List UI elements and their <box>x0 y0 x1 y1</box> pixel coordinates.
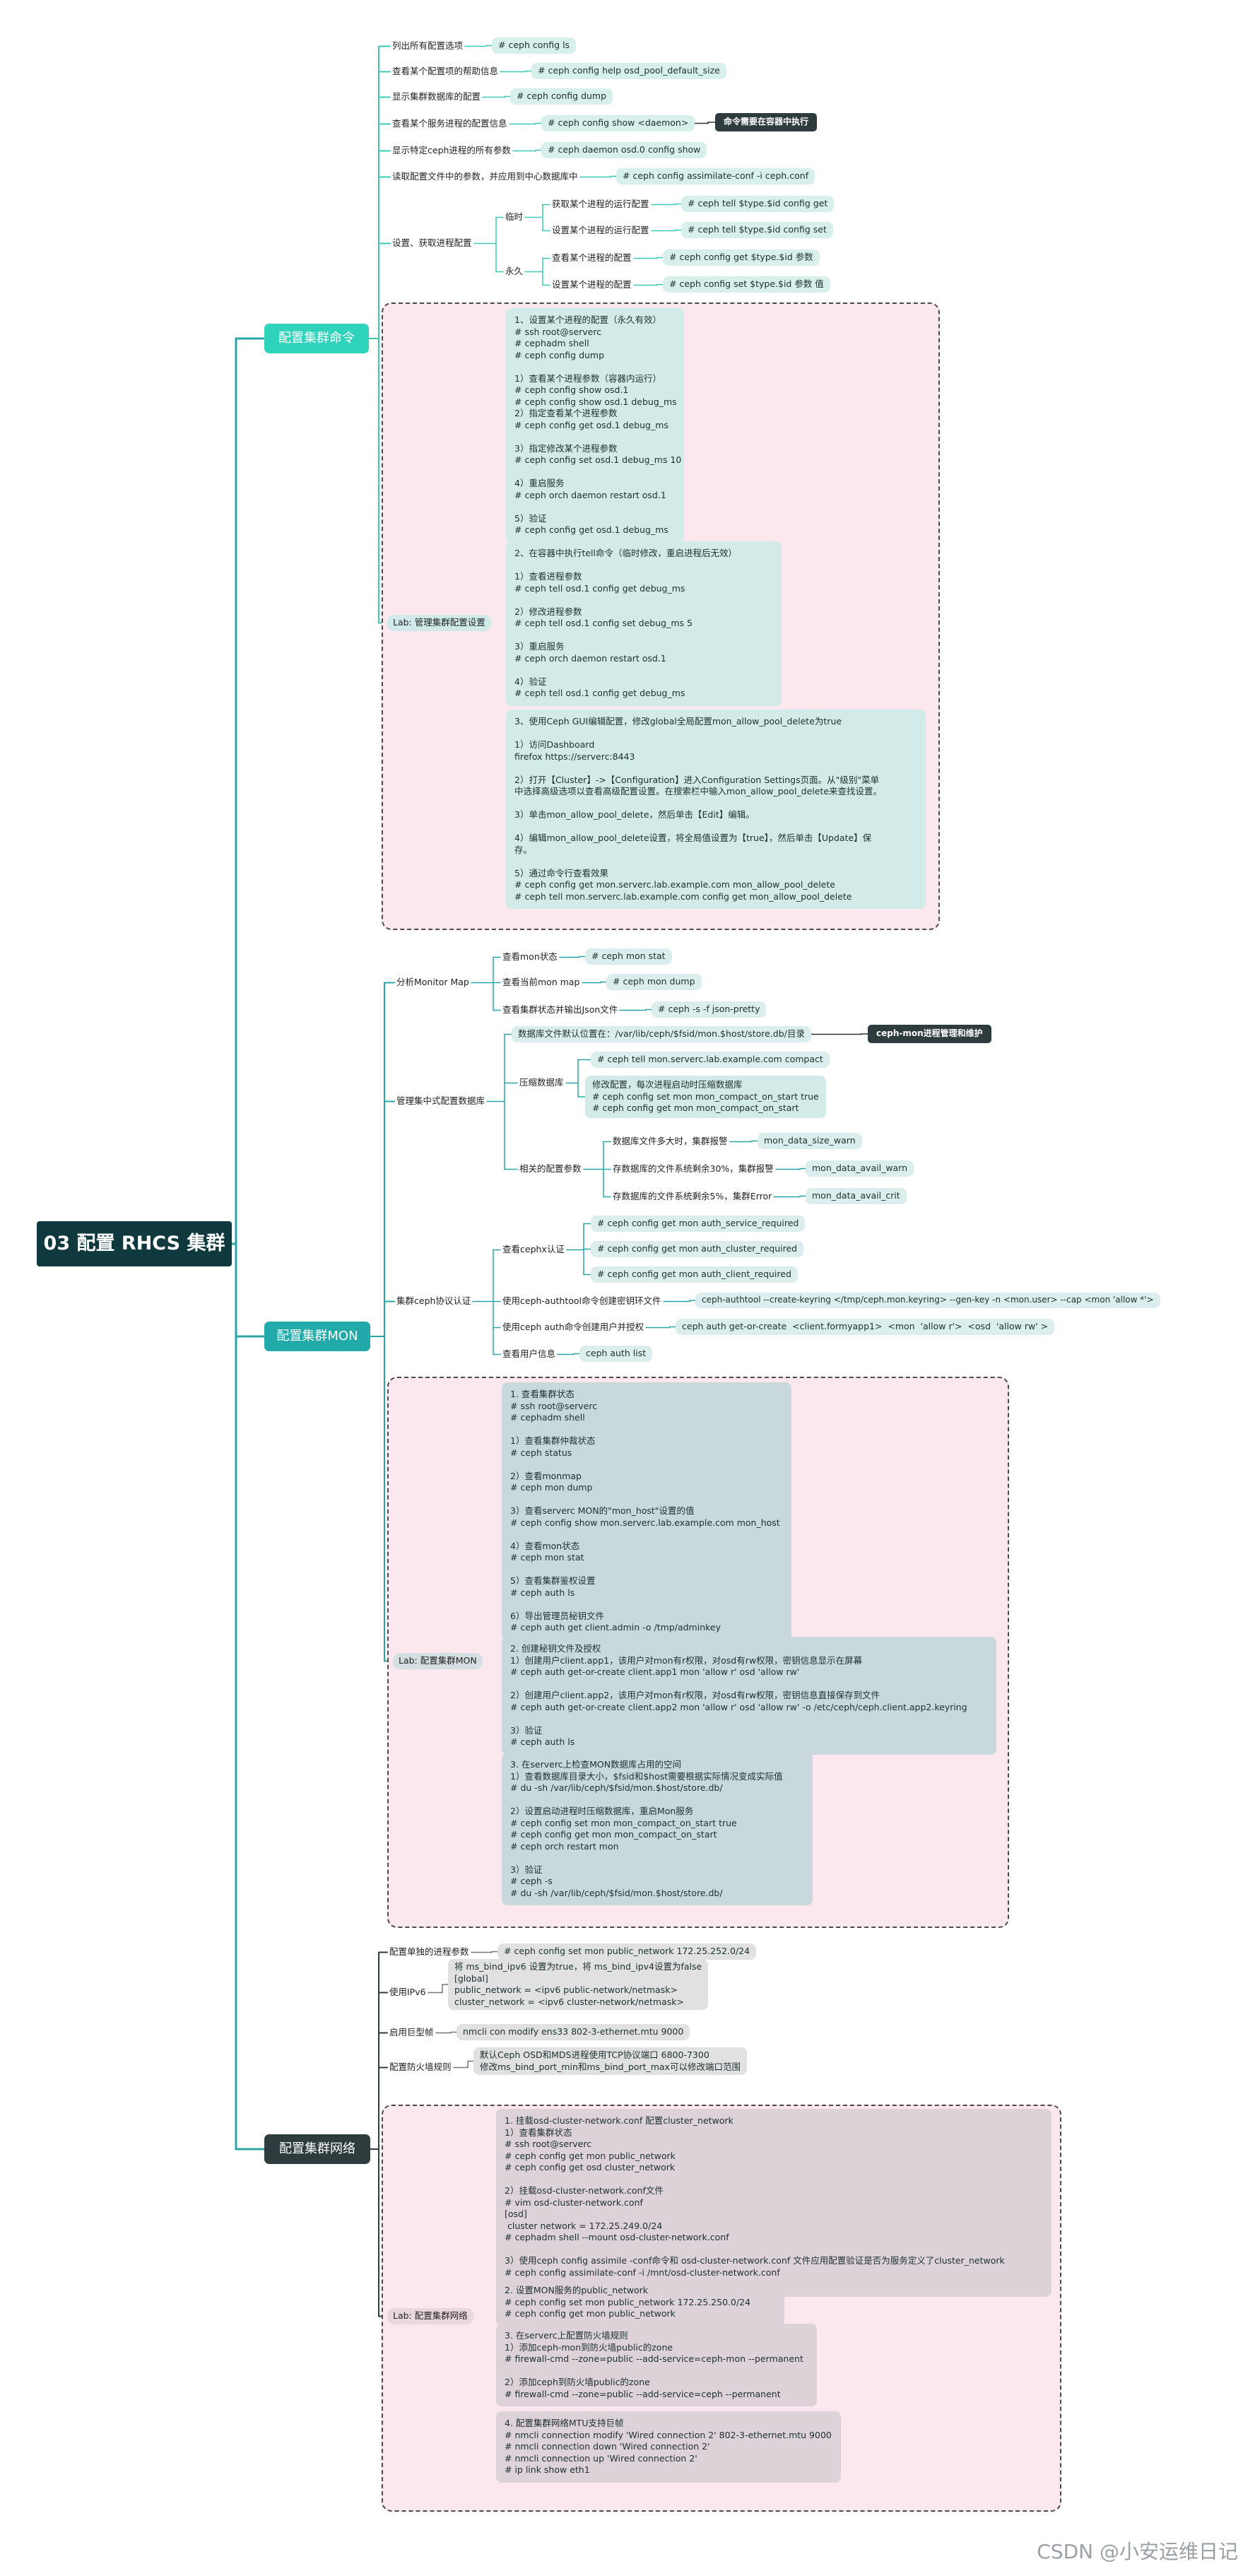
cfg-label-5: 读取配置文件中的参数，并应用到中心数据库中 <box>392 171 578 182</box>
lab-net-block-3: 3. 在serverc上配置防火墙规则 1）添加ceph-mon到防火墙publ… <box>496 2324 817 2406</box>
cfg-temp-set-label: 设置某个进程的运行配置 <box>552 225 649 235</box>
mon-param-label-1: 存数据库的文件系统剩余30%，集群报警 <box>613 1163 774 1174</box>
lab-mon-block-1: 1. 查看集群状态 # ssh root@serverc # cephadm s… <box>502 1382 791 1640</box>
cfg-cmd-4: # ceph daemon osd.0 config show <box>541 142 707 158</box>
cfg-cmd-5: # ceph config assimilate-conf -i ceph.co… <box>616 168 815 184</box>
mon-db-label: 管理集中式配置数据库 <box>396 1095 485 1106</box>
cfg-label-0: 列出所有配置选项 <box>392 40 464 51</box>
cfg-perm-set-cmd: # ceph config set $type.$id 参数 值 <box>663 276 830 293</box>
root-topic: 03 配置 RHCS 集群 <box>37 1221 232 1266</box>
mon-auth-label: 集群ceph协议认证 <box>396 1295 471 1306</box>
lab-cfg-block-1: 1、设置某个进程的配置（永久有效） # ssh root@serverc # c… <box>506 308 684 543</box>
lab-net-block-4: 4. 配置集群网络MTU支持巨帧 # nmcli connection modi… <box>496 2411 841 2483</box>
watermark: CSDN @小安运维日记 <box>1037 2540 1238 2563</box>
mon-auth-list-cmd: ceph auth list <box>579 1346 653 1362</box>
net-label-0: 配置单独的进程参数 <box>389 1946 469 1957</box>
mon-auth-view-cmd-1: # ceph config get mon auth_cluster_requi… <box>591 1241 804 1257</box>
cfg-label-4: 显示特定ceph进程的所有参数 <box>392 145 511 155</box>
mon-auth-view-cmd-0: # ceph config get mon auth_service_requi… <box>591 1216 806 1232</box>
cfg-perm-set-label: 设置某个进程的配置 <box>552 279 632 290</box>
mon-analyze-label-0: 查看mon状态 <box>502 951 558 962</box>
net-cmd-1: 将 ms_bind_ipv6 设置为true，将 ms_bind_ipv4设置为… <box>448 1959 709 2010</box>
branch-cluster-config: 配置集群命令 <box>264 324 369 353</box>
lab-mon-block-3: 3. 在serverc上检查MON数据库占用的空间 1）查看数据库目录大小，$f… <box>502 1753 813 1905</box>
mon-param-cmd-0: mon_data_size_warn <box>758 1133 862 1149</box>
lab-cluster-mon-label: Lab: 配置集群MON <box>393 1653 483 1669</box>
net-cmd-3: 默认Ceph OSD和MDS进程使用TCP协议端口 6800-7300 修改ms… <box>473 2047 747 2075</box>
mon-analyze-cmd-1: # ceph mon dump <box>606 974 702 990</box>
cfg-cmd-3: # ceph config show <daemon> <box>541 115 695 131</box>
mon-auth-view-label: 查看cephx认证 <box>502 1244 565 1254</box>
lab-cfg-block-3: 3、使用Ceph GUI编辑配置，修改global全局配置mon_allow_p… <box>506 710 926 909</box>
mon-analyze-label-1: 查看当前mon map <box>502 977 580 987</box>
mon-auth-create-cmd: ceph auth get-or-create <client.formyapp… <box>676 1319 1055 1335</box>
net-label-2: 启用巨型帧 <box>389 2027 434 2037</box>
branch-cluster-network: 配置集群网络 <box>264 2134 370 2164</box>
lab-cfg-block-2: 2、在容器中执行tell命令（临时修改，重启进程后无效） 1）查看进程参数 # … <box>506 541 782 706</box>
note-run-in-container: 命令需要在容器中执行 <box>715 113 818 131</box>
cfg-perm-label: 永久 <box>505 266 524 276</box>
mon-param-cmd-1: mon_data_avail_warn <box>806 1160 914 1177</box>
lab-cluster-network-label: Lab: 配置集群网络 <box>387 2308 473 2324</box>
cfg-label-3: 查看某个服务进程的配置信息 <box>392 118 507 129</box>
mon-analyze-label: 分析Monitor Map <box>396 977 469 987</box>
mon-auth-keyring-label: 使用ceph-authtool命令创建密钥环文件 <box>502 1295 661 1306</box>
note-ceph-mon-manage: ceph-mon进程管理和维护 <box>868 1025 991 1043</box>
lab-mon-block-2: 2. 创建秘钥文件及授权 1）创建用户client.app1，该用户对mon有r… <box>502 1637 996 1755</box>
mon-auth-create-label: 使用ceph auth命令创建用户并授权 <box>502 1322 644 1332</box>
mon-compress-cmd: # ceph tell mon.serverc.lab.example.com … <box>591 1052 830 1068</box>
cfg-cmd-0: # ceph config ls <box>492 37 577 54</box>
lab-cluster-config-label: Lab: 管理集群配置设置 <box>387 615 491 631</box>
mon-analyze-cmd-0: # ceph mon stat <box>585 948 672 965</box>
mon-analyze-label-2: 查看集群状态并输出Json文件 <box>502 1004 618 1015</box>
cfg-label-2: 显示集群数据库的配置 <box>392 91 481 102</box>
net-cmd-0: # ceph config set mon public_network 172… <box>497 1943 757 1960</box>
cfg-temp-get-cmd: # ceph tell $type.$id config get <box>681 196 835 212</box>
cfg-cmd-2: # ceph config dump <box>510 88 613 105</box>
net-label-1: 使用IPv6 <box>389 1987 426 1997</box>
cfg-perm-get-cmd: # ceph config get $type.$id 参数 <box>663 249 820 266</box>
mon-compress-label: 压缩数据库 <box>519 1077 564 1088</box>
cfg-cmd-1: # ceph config help osd_pool_default_size <box>531 63 726 79</box>
lab-net-block-2: 2. 设置MON服务的public_network # ceph config … <box>496 2278 784 2327</box>
mon-param-cmd-2: mon_data_avail_crit <box>806 1188 907 1204</box>
cfg-temp-set-cmd: # ceph tell $type.$id config set <box>681 222 833 238</box>
branch-cluster-mon: 配置集群MON <box>264 1322 370 1351</box>
mon-param-label-0: 数据库文件多大时，集群报警 <box>613 1136 728 1146</box>
mon-auth-view-cmd-2: # ceph config get mon auth_client_requir… <box>591 1266 798 1283</box>
cfg-temp-label: 临时 <box>505 211 524 222</box>
mon-param-label-2: 存数据库的文件系统剩余5%，集群Error <box>613 1191 772 1201</box>
cfg-temp-get-label: 获取某个进程的运行配置 <box>552 199 649 209</box>
cfg-setget-label: 设置、获取进程配置 <box>392 237 472 248</box>
mon-params-label: 相关的配置参数 <box>519 1163 582 1174</box>
lab-net-block-1: 1. 挂载osd-cluster-network.conf 配置cluster_… <box>496 2109 1051 2297</box>
cfg-perm-get-label: 查看某个进程的配置 <box>552 252 632 263</box>
mon-db-location: 数据库文件默认位置在：/var/lib/ceph/$fsid/mon.$host… <box>512 1026 811 1042</box>
mon-analyze-cmd-2: # ceph -s -f json-pretty <box>652 1001 767 1018</box>
mon-compress-block: 修改配置，每次进程启动时压缩数据库 # ceph config set mon … <box>585 1076 826 1118</box>
mon-auth-keyring-cmd: ceph-authtool --create-keyring </tmp/cep… <box>695 1293 1160 1308</box>
net-cmd-2: nmcli con modify ens33 802-3-ethernet.mt… <box>456 2024 690 2040</box>
cfg-label-1: 查看某个配置项的帮助信息 <box>392 66 499 76</box>
mon-auth-list-label: 查看用户信息 <box>502 1348 556 1359</box>
net-label-3: 配置防火墙规则 <box>389 2062 452 2072</box>
